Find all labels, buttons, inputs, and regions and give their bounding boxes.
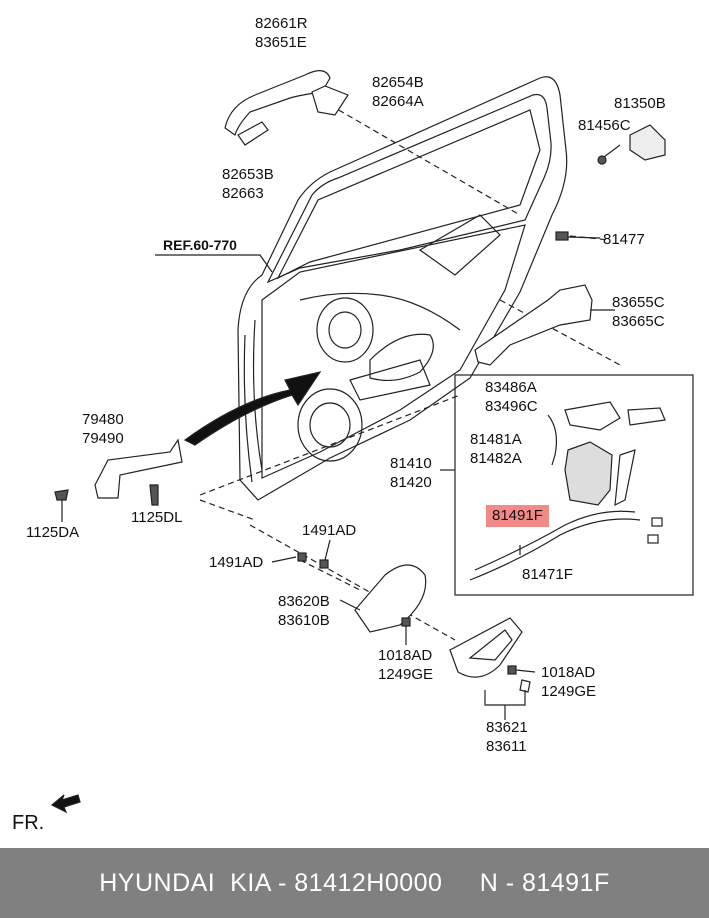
label-cable: 81471F [522,566,573,583]
label-cable-highlight: 81491F [486,505,549,527]
door-window-frame [266,93,552,284]
label-hinge-cover: 81350B [614,95,666,112]
handle-base [474,284,593,366]
hinge-cover [629,124,666,161]
label-bolt-left: 1125DA [26,524,80,541]
door-latch [564,441,613,506]
door-outer-frame [237,76,568,501]
label-screw: 81477 [603,231,645,248]
outside-handle-shape [224,70,331,136]
fr-arrow [50,794,81,814]
label-bolt-right: 1125DL [131,509,183,526]
diagram-artwork [50,70,694,814]
door-inner-panel [261,224,526,479]
inside-bezel [449,617,523,678]
label-nut-top: 1491AD [302,522,357,539]
inside-handle [354,564,427,633]
label-nut-left: 1491AD [209,554,264,571]
footer-bar: HYUNDAI KIA - 81412H0000 N - 81491F [0,848,709,918]
black-arrow [183,371,322,446]
footer-part-numbers: HYUNDAI KIA - 81412H0000 N - 81491F [99,869,610,897]
release-cables [469,518,641,581]
label-ref: REF.60-770 [163,237,237,253]
speaker-hole [316,297,374,363]
label-hinge-bolt: 81456C [578,117,631,134]
latch-inset-box [454,374,694,596]
front-direction-label: FR. [12,812,45,834]
door-checker [94,438,183,499]
lower-speaker-hole [297,388,363,462]
